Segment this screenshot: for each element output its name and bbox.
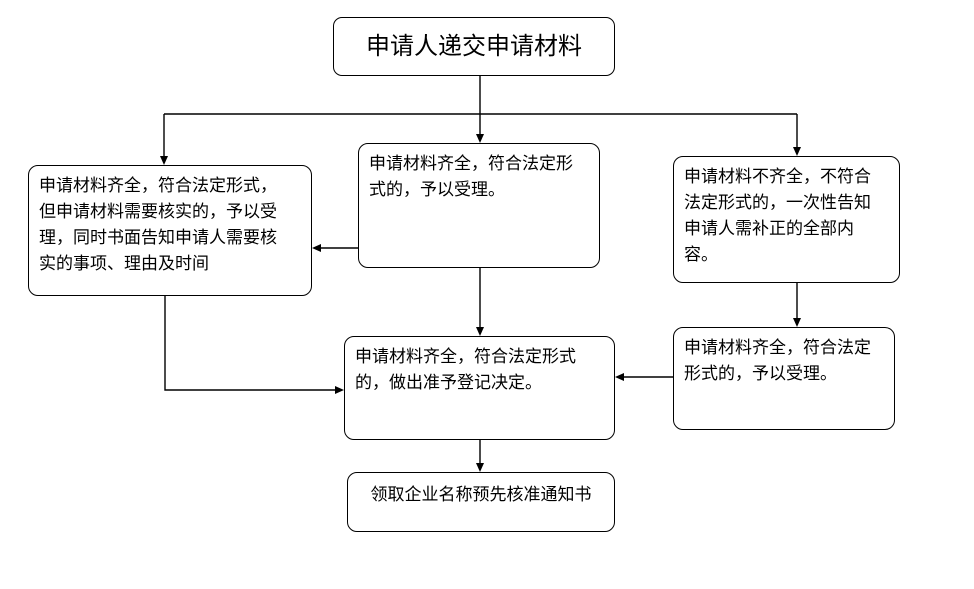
flow-node-needs-verification: 申请材料齐全，符合法定形式， 但申请材料需要核实的，予以受 理，同时书面告知申请… — [28, 165, 312, 296]
flow-node-accept-corrected: 申请材料齐全，符合法定 形式的，予以受理。 — [673, 327, 895, 430]
flow-node-submit: 申请人递交申请材料 — [333, 17, 615, 76]
arrowhead-decision-right — [615, 373, 624, 381]
flow-node-incomplete: 申请材料不齐全，不符合 法定形式的，一次性告知 申请人需补正的全部内 容。 — [673, 156, 900, 283]
arrowhead-decision-left — [335, 386, 344, 394]
flow-node-accept: 申请材料齐全，符合法定形 式的，予以受理。 — [358, 143, 600, 268]
arrowhead-end-top — [476, 463, 484, 472]
arrowhead-accept-top — [476, 134, 484, 143]
flow-node-decision: 申请材料齐全，符合法定形式 的，做出准予登记决定。 — [344, 336, 615, 440]
arrowhead-needs-verification-right — [312, 244, 321, 252]
arrowhead-needs-verification-top — [160, 156, 168, 165]
flow-node-receive-notice: 领取企业名称预先核准通知书 — [347, 472, 615, 532]
edge-needs-verification-to-decision — [164, 296, 336, 391]
arrowhead-accept-corrected-top — [793, 318, 801, 327]
arrowhead-incomplete-top — [793, 147, 801, 156]
arrowhead-decision-top — [476, 327, 484, 336]
